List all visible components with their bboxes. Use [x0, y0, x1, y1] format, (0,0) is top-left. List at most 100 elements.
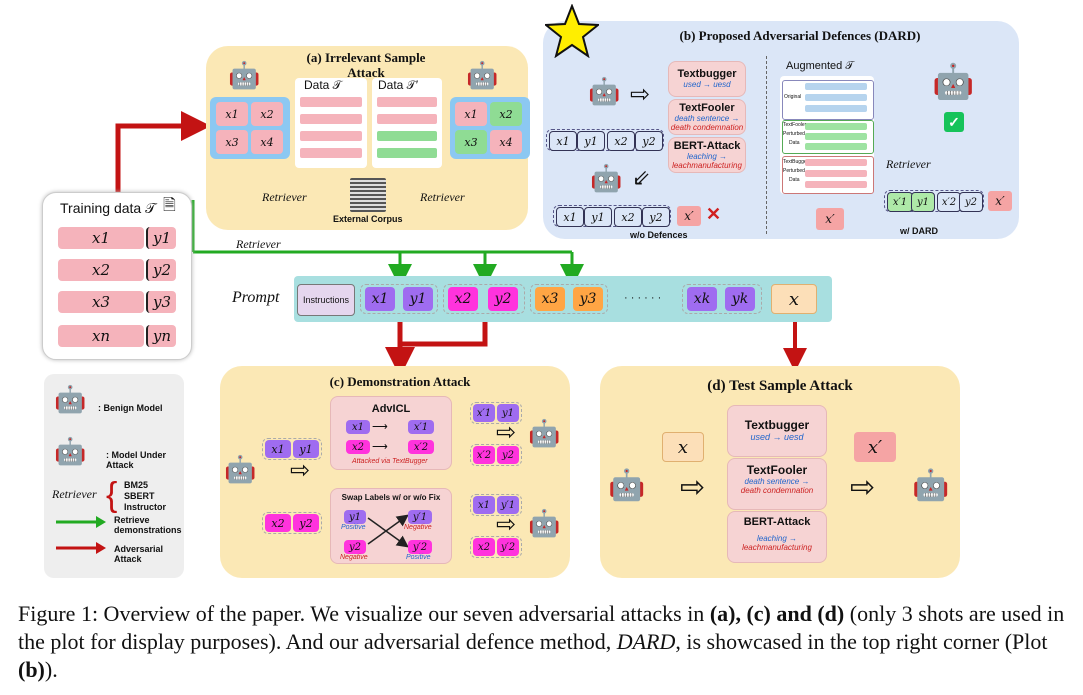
legend-arrows	[56, 516, 106, 554]
prompt-shot-2: x2 y2	[443, 284, 525, 314]
robot-dard-icon: 🤖	[932, 63, 975, 101]
legend-brace: {	[106, 476, 118, 514]
b-textfooler-box: TextFooler death sentence → death condem…	[668, 99, 746, 135]
robot-attacked-icon: 🤖	[466, 60, 499, 90]
legend-attacked-label: : Model Under Attack	[106, 450, 166, 470]
train-row-1-y: y1	[146, 227, 176, 249]
b-shots-top: x1 y1 x2 y2	[546, 129, 664, 151]
w-dard-label: w/ DARD	[900, 226, 938, 236]
swap-positive-left: Positive	[341, 524, 366, 531]
aug-label-perturbed-1: Perturbed	[783, 131, 805, 137]
c-arrow-bottom-icon: ⇨	[496, 511, 517, 538]
cell-a-right-4: x4	[490, 130, 522, 154]
prompt-shot-k: xk yk	[682, 284, 762, 314]
train-row-3-y: y3	[146, 291, 176, 313]
panel-b-divider	[766, 56, 767, 234]
legend-adversarial-label: Adversarial Attack	[114, 544, 164, 564]
swap-y1-prime: y′1	[408, 510, 432, 524]
swap-y2: y2	[344, 540, 366, 554]
cross-icon: ✕	[706, 204, 722, 224]
cell-a-right-3: x3	[455, 130, 487, 154]
advicl-x1-prime: x′1	[408, 420, 434, 434]
robot-attacked-c-top-icon: 🤖	[528, 418, 561, 448]
augmented-label: Augmented 𝒯	[786, 60, 854, 72]
aug-label-original: Original	[784, 94, 802, 100]
swap-cross-arrows	[367, 514, 408, 548]
d-textfooler-box: TextFooler death sentence → death condem…	[727, 458, 827, 510]
data-t-label: Data 𝒯	[304, 78, 342, 92]
c-out-bottom-1: x1 y′1	[470, 494, 522, 516]
robot-benign-c-icon: 🤖	[224, 454, 257, 484]
prompt-ellipsis: · · · · · ·	[624, 292, 662, 304]
external-corpus-label: External Corpus	[333, 214, 403, 224]
advicl-x2-prime: x′2	[408, 440, 434, 454]
aug-label-textbugger: TextBugger	[783, 159, 809, 165]
robot-attacked-d-icon: 🤖	[912, 469, 950, 502]
train-row-n-y: yn	[146, 325, 176, 347]
cell-a-left-3: x3	[216, 130, 248, 154]
swap-y2-prime: y′2	[408, 540, 432, 554]
robot-benign-icon: 🤖	[228, 60, 261, 90]
advicl-arrow-1: ⟶	[372, 421, 388, 433]
legend-benign-label: : Benign Model	[98, 403, 163, 413]
c-out-top-1: x′1 y1	[470, 402, 522, 424]
aug-label-data-2: Data	[789, 177, 800, 183]
caption-bold-1: (a), (c) and (d)	[709, 601, 845, 626]
c-right-arrow-icon: ⇨	[290, 457, 311, 484]
document-icon: 🗎	[163, 197, 176, 214]
robot-benign-b-icon: 🤖	[588, 76, 621, 106]
b-bert-attack-box: BERT-Attack leaching → leachmanufacturin…	[668, 137, 746, 173]
data-tprime-label: Data 𝒯′	[378, 78, 419, 92]
c-arrow-top-icon: ⇨	[496, 419, 517, 446]
robot-benign-d-icon: 🤖	[608, 469, 646, 502]
train-row-3-x: x3	[58, 291, 144, 313]
cell-a-left-2: x2	[251, 102, 283, 126]
retriever-right-label: Retriever	[420, 190, 465, 204]
advicl-note: Attacked via TextBugger	[352, 458, 428, 465]
d-xprime-tag: x′	[854, 432, 896, 462]
prompt-label: Prompt	[232, 289, 280, 306]
c-out-bottom-2: x2 y′2	[470, 536, 522, 558]
instructions-box: Instructions	[297, 284, 355, 316]
prompt-query: x	[771, 284, 817, 314]
cell-a-left-4: x4	[251, 130, 283, 154]
aug-original-group	[782, 80, 874, 120]
training-data-title: Training data 𝒯	[60, 200, 156, 216]
legend-retrieve-label: Retrieve demonstrations	[114, 515, 182, 535]
d-bert-attack-box: BERT-Attack leaching → leachmanufacturin…	[727, 511, 827, 563]
panel-d-title: (d) Test Sample Attack	[707, 378, 853, 394]
panel-c-title: (c) Demonstration Attack	[329, 374, 471, 389]
legend-attacked-robot-icon: 🤖	[54, 436, 87, 466]
b-dard-query: x′	[816, 208, 844, 230]
advicl-x1: x1	[346, 420, 370, 434]
d-textbugger-box: Textbugger used → uesd	[727, 405, 827, 457]
aug-label-textfooler: TextFooler	[783, 122, 807, 128]
cell-a-left-1: x1	[216, 102, 248, 126]
legend-panel	[44, 374, 184, 578]
swap-positive-right: Positive	[406, 554, 431, 561]
training-retriever-label: Retriever	[236, 237, 281, 251]
caption-italic-dard: DARD	[616, 629, 676, 654]
b-dard-shots: x′1 y1 x′2 y2	[884, 190, 984, 212]
legend-benign-robot-icon: 🤖	[54, 384, 87, 414]
train-row-1-x: x1	[58, 227, 144, 249]
figure-caption: Figure 1: Overview of the paper. We visu…	[18, 600, 1068, 684]
d-x-tag: x	[662, 432, 704, 462]
train-row-n-x: xn	[58, 325, 144, 347]
b-xprime-tag: x′	[677, 206, 701, 226]
advicl-arrow-2: ⟶	[372, 441, 388, 453]
advicl-x2: x2	[346, 440, 370, 454]
train-row-2-y: y2	[146, 259, 176, 281]
legend-bm25: BM25	[124, 480, 149, 490]
aug-label-data-1: Data	[789, 140, 800, 146]
b-retriever-label: Retriever	[886, 157, 931, 171]
adversarial-arrow-to-a	[115, 111, 211, 192]
retriever-left-label: Retriever	[262, 190, 307, 204]
caption-text-4: ).	[44, 657, 58, 682]
checkmark-icon: ✓	[944, 112, 964, 132]
b-shots-bottom: x1 y1 x2 y2	[553, 205, 671, 227]
aug-textfooler-group	[782, 120, 874, 154]
b-dard-xprime: x′	[988, 191, 1012, 211]
legend-sbert: SBERT	[124, 491, 155, 501]
robot-attacked-b-icon: 🤖	[590, 163, 623, 193]
